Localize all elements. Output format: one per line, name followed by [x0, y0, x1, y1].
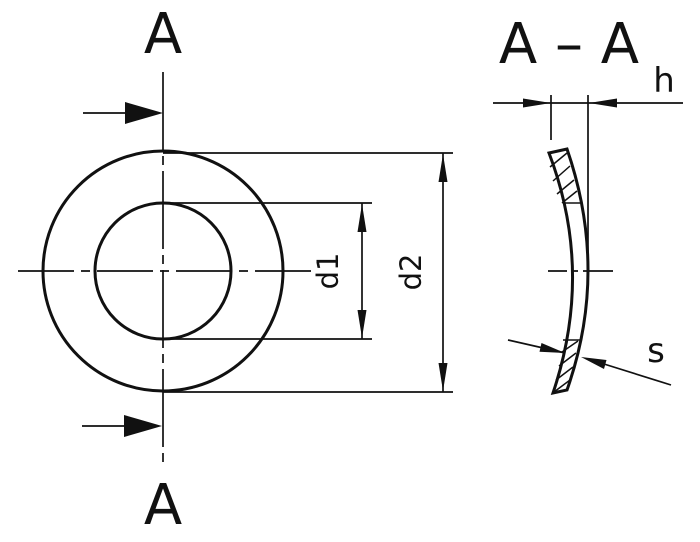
d1-dimension: d1	[163, 202, 372, 340]
h-label: h	[653, 61, 675, 101]
cutting-arrow-top	[83, 102, 163, 124]
hatching-bottom	[553, 340, 579, 393]
outer-circle	[41, 149, 285, 393]
hatching-top	[549, 152, 578, 204]
d2-label: d2	[394, 254, 428, 291]
s-dimension: s	[507, 331, 672, 386]
s-leader-right	[603, 363, 672, 386]
d2-dimension: d2	[163, 152, 453, 393]
section-label-top: A	[144, 2, 182, 67]
cutting-arrow-bottom	[82, 415, 162, 437]
d1-label: d1	[311, 253, 345, 290]
section-label-bottom: A	[144, 473, 182, 538]
s-label: s	[647, 331, 665, 371]
front-view: A A d1 d2	[18, 2, 453, 538]
h-dimension: h	[493, 61, 683, 278]
washer-profile	[546, 147, 590, 396]
section-view: A – A h	[493, 12, 683, 396]
section-title: A – A	[499, 12, 639, 77]
